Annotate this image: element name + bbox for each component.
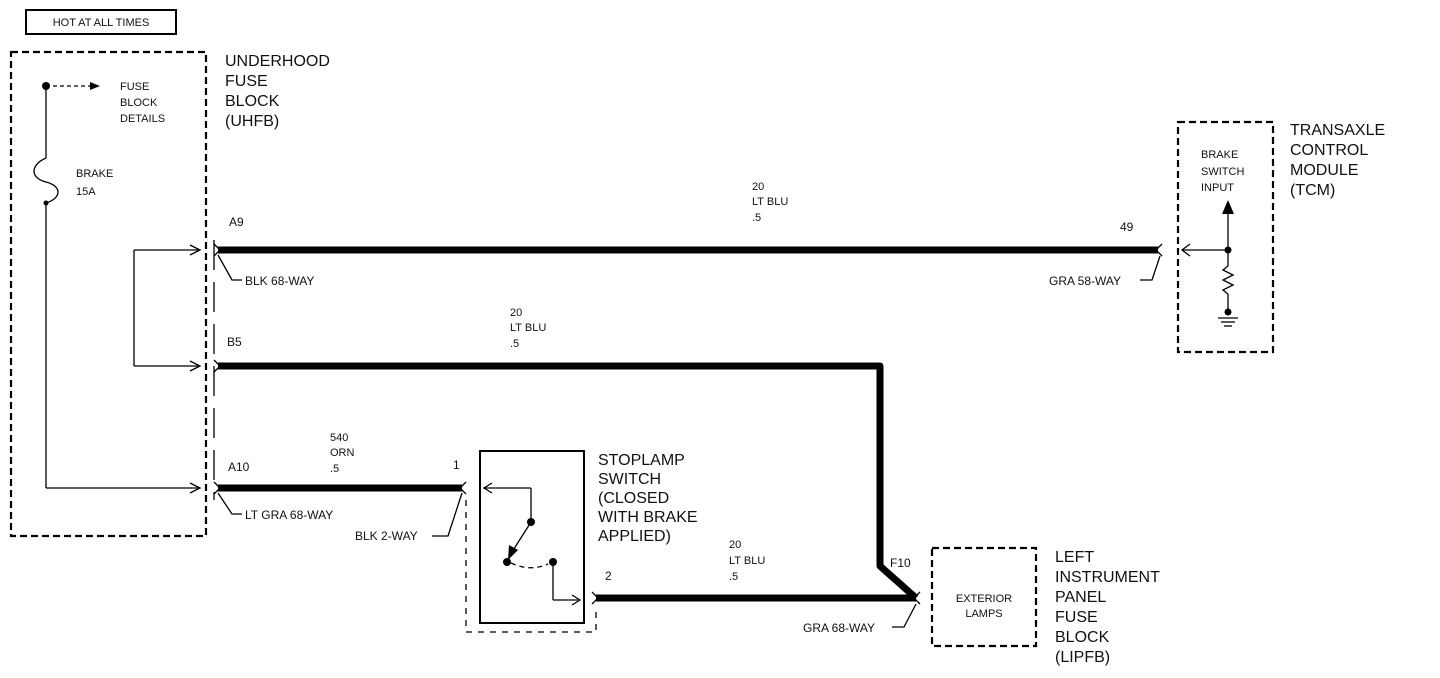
svg-text:LT BLU: LT BLU (510, 322, 546, 334)
resistor-icon (1221, 265, 1235, 295)
svg-text:BRAKE: BRAKE (1201, 149, 1238, 161)
wire4-label: 20 LT BLU .5 (729, 539, 765, 583)
svg-text:FUSE: FUSE (1055, 609, 1098, 626)
pin-a10-label: A10 (228, 460, 250, 474)
svg-text:(CLOSED: (CLOSED (598, 490, 669, 507)
svg-text:BLOCK: BLOCK (225, 93, 280, 110)
pin-1-label: 1 (453, 458, 460, 472)
svg-text:LT BLU: LT BLU (752, 196, 788, 208)
arrow-right-icon (90, 82, 100, 90)
arrow-up-icon (1222, 200, 1234, 214)
hot-label-box (25, 9, 177, 35)
svg-text:TRANSAXLE: TRANSAXLE (1290, 122, 1385, 139)
svg-text:15A: 15A (76, 186, 96, 198)
svg-text:540: 540 (330, 432, 348, 444)
wire2-label: 20 LT BLU .5 (510, 307, 546, 350)
conn-blk-label: BLK 68-WAY (245, 274, 314, 288)
svg-text:FUSE: FUSE (120, 81, 149, 93)
conn-lipfb-label: GRA 68-WAY (803, 621, 875, 635)
pin-b5-label: B5 (227, 335, 242, 349)
tcm-input-label: BRAKE SWITCH INPUT (1201, 149, 1244, 194)
conn-tcm-label: GRA 58-WAY (1049, 274, 1121, 288)
fuse-label: BRAKE 15A (76, 168, 113, 198)
uhfb-title: UNDERHOOD FUSE BLOCK (UHFB) (225, 53, 330, 130)
svg-text:BRAKE: BRAKE (76, 168, 113, 180)
tcm-box (1176, 120, 1275, 354)
svg-text:20: 20 (510, 307, 522, 319)
wire-b5-lipfb (218, 362, 919, 601)
pin-a9-label: A9 (229, 215, 244, 229)
conn-blk2-label: BLK 2-WAY (355, 529, 418, 543)
svg-text:DETAILS: DETAILS (120, 113, 165, 125)
svg-text:LT BLU: LT BLU (729, 555, 765, 567)
pin-f10-label: F10 (890, 556, 911, 570)
lipfb-box (930, 546, 1038, 648)
svg-text:INSTRUMENT: INSTRUMENT (1055, 569, 1160, 586)
svg-text:MODULE: MODULE (1290, 162, 1358, 179)
svg-text:STOPLAMP: STOPLAMP (598, 452, 685, 469)
lipfb-title: LEFT INSTRUMENT PANEL FUSE BLOCK (LIPFB) (1055, 549, 1160, 666)
svg-text:BLOCK: BLOCK (120, 97, 158, 109)
svg-text:20: 20 (729, 539, 741, 551)
wire3-label: 540 ORN .5 (330, 432, 355, 475)
hot-label: HOT AT ALL TIMES (53, 17, 150, 29)
svg-text:LEFT: LEFT (1055, 549, 1094, 566)
lipfb-inner-label: EXTERIOR LAMPS (956, 593, 1012, 620)
svg-text:(UHFB): (UHFB) (225, 113, 279, 130)
pin-49-label: 49 (1120, 220, 1134, 234)
svg-text:CONTROL: CONTROL (1290, 142, 1368, 159)
svg-text:SWITCH: SWITCH (1201, 166, 1244, 178)
wire1-label: 20 LT BLU .5 (752, 181, 788, 224)
pin-2-label: 2 (605, 569, 612, 583)
svg-text:APPLIED): APPLIED) (598, 528, 671, 545)
stoplamp-box (479, 450, 585, 624)
stoplamp-title: STOPLAMP SWITCH (CLOSED WITH BRAKE APPLI… (598, 452, 698, 545)
svg-text:ORN: ORN (330, 447, 355, 459)
svg-text:LAMPS: LAMPS (965, 608, 1002, 620)
svg-text:WITH BRAKE: WITH BRAKE (598, 509, 698, 526)
svg-text:.5: .5 (752, 212, 761, 224)
svg-text:PANEL: PANEL (1055, 589, 1106, 606)
uhfb-box (9, 50, 208, 538)
svg-text:.5: .5 (330, 463, 339, 475)
svg-text:.5: .5 (729, 571, 738, 583)
svg-text:(TCM): (TCM) (1290, 182, 1335, 199)
svg-text:INPUT: INPUT (1201, 182, 1234, 194)
tcm-title: TRANSAXLE CONTROL MODULE (TCM) (1290, 122, 1385, 199)
svg-text:SWITCH: SWITCH (598, 471, 661, 488)
switch-arrow-icon (508, 545, 518, 560)
fuse-icon (33, 157, 59, 204)
svg-text:UNDERHOOD: UNDERHOOD (225, 53, 330, 70)
svg-text:EXTERIOR: EXTERIOR (956, 593, 1012, 605)
ground-icon (1218, 317, 1238, 327)
conn-ltgra-label: LT GRA 68-WAY (245, 508, 333, 522)
svg-text:(LIPFB): (LIPFB) (1055, 649, 1110, 666)
svg-text:.5: .5 (510, 338, 519, 350)
fuse-details-label: FUSE BLOCK DETAILS (120, 81, 165, 125)
svg-text:BLOCK: BLOCK (1055, 629, 1110, 646)
svg-text:20: 20 (752, 181, 764, 193)
svg-text:FUSE: FUSE (225, 73, 268, 90)
